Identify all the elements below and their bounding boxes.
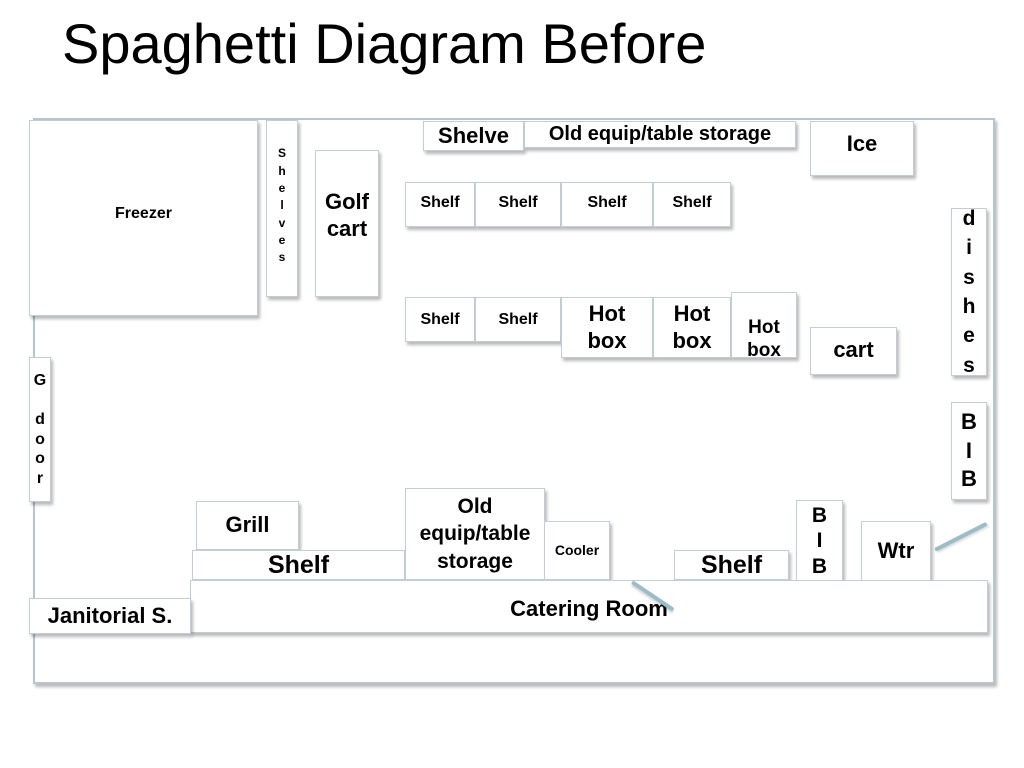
vertical-letter: S <box>277 146 286 161</box>
shelf-row1-1-label: Shelf <box>420 194 460 212</box>
vertical-letter: e <box>963 324 975 348</box>
cooler: Cooler <box>544 521 610 580</box>
catering-room-label: Catering Room <box>510 596 668 621</box>
hot-box-3-label: Hot box <box>747 316 781 361</box>
shelf-row2-2-label: Shelf <box>498 310 538 328</box>
shelve-top: Shelve <box>423 121 524 151</box>
vertical-letter: e <box>278 233 286 248</box>
cart-label: cart <box>833 336 874 362</box>
cart: cart <box>810 327 897 375</box>
old-equip-storage-bottom: Old equip/table storage <box>405 488 545 580</box>
grill-label: Grill <box>225 512 270 538</box>
old-equip-storage-bottom-label: Old equip/table storage <box>419 495 531 573</box>
ice-label: Ice <box>846 131 878 157</box>
vertical-letter: s <box>963 353 975 377</box>
vertical-letter: B <box>961 409 977 435</box>
vertical-letter: l <box>280 198 284 213</box>
old-equip-storage-top: Old equip/table storage <box>524 121 796 148</box>
vertical-letter: B <box>961 466 977 492</box>
vertical-letter: B <box>811 554 828 578</box>
vertical-letter: s <box>278 250 286 265</box>
freezer-label: Freezer <box>115 205 172 223</box>
shelf-row1-3: Shelf <box>561 182 653 227</box>
vertical-letter: I <box>965 437 973 463</box>
hot-box-1: Hot box <box>561 297 653 358</box>
cooler-label: Cooler <box>554 541 600 558</box>
hot-box-3: Hot box <box>731 292 797 361</box>
vertical-letter <box>38 390 42 410</box>
vertical-letter: r <box>36 469 44 487</box>
shelf-row2-1-label: Shelf <box>420 310 460 328</box>
janitorial-storage: Janitorial S. <box>29 598 191 634</box>
vertical-letter: o <box>35 450 45 468</box>
shelf-bottom-right-label: Shelf <box>700 550 763 579</box>
vertical-letter: B <box>811 504 828 528</box>
vertical-letter: s <box>963 265 975 289</box>
hot-box-1-label: Hot box <box>587 300 627 353</box>
page-title: Spaghetti Diagram Before <box>62 12 707 75</box>
shelf-row2-1: Shelf <box>405 297 475 342</box>
vertical-letter: d <box>962 206 976 230</box>
vertical-letter: v <box>278 215 286 230</box>
golf-cart: Golf cart <box>315 150 379 297</box>
shelf-row1-2-label: Shelf <box>498 194 538 212</box>
janitorial-storage-label: Janitorial S. <box>47 602 173 628</box>
shelf-row2-2: Shelf <box>475 297 561 342</box>
vertical-letter: o <box>35 430 45 448</box>
vertical-letter: I <box>816 529 823 553</box>
vertical-letter: i <box>966 236 972 260</box>
vertical-letter: h <box>278 163 286 178</box>
wtr-label: Wtr <box>877 537 915 563</box>
shelf-row1-2: Shelf <box>475 182 561 227</box>
ice: Ice <box>810 121 914 176</box>
hot-box-2-label: Hot box <box>672 300 712 353</box>
old-equip-storage-top-label: Old equip/table storage <box>548 123 772 146</box>
hot-box-2: Hot box <box>653 297 731 358</box>
shelf-bottom-left: Shelf <box>192 550 405 580</box>
golf-cart-label: Golf cart <box>325 188 369 241</box>
shelve-top-label: Shelve <box>438 122 509 148</box>
shelf-row1-3-label: Shelf <box>587 194 627 212</box>
shelf-row1-4-label: Shelf <box>672 194 712 212</box>
shelf-bottom-right: Shelf <box>674 550 789 580</box>
shelf-row1-4: Shelf <box>653 182 731 227</box>
shelf-row1-1: Shelf <box>405 182 475 227</box>
vertical-letter: d <box>35 410 45 428</box>
catering-room: Catering Room <box>190 580 988 633</box>
freezer: Freezer <box>29 120 258 316</box>
vertical-letter: e <box>278 180 286 195</box>
vertical-letter: G <box>33 371 47 389</box>
wtr: Wtr <box>861 521 931 581</box>
vertical-letter: h <box>962 295 976 318</box>
grill: Grill <box>196 501 299 550</box>
shelf-bottom-left-label: Shelf <box>267 550 330 579</box>
